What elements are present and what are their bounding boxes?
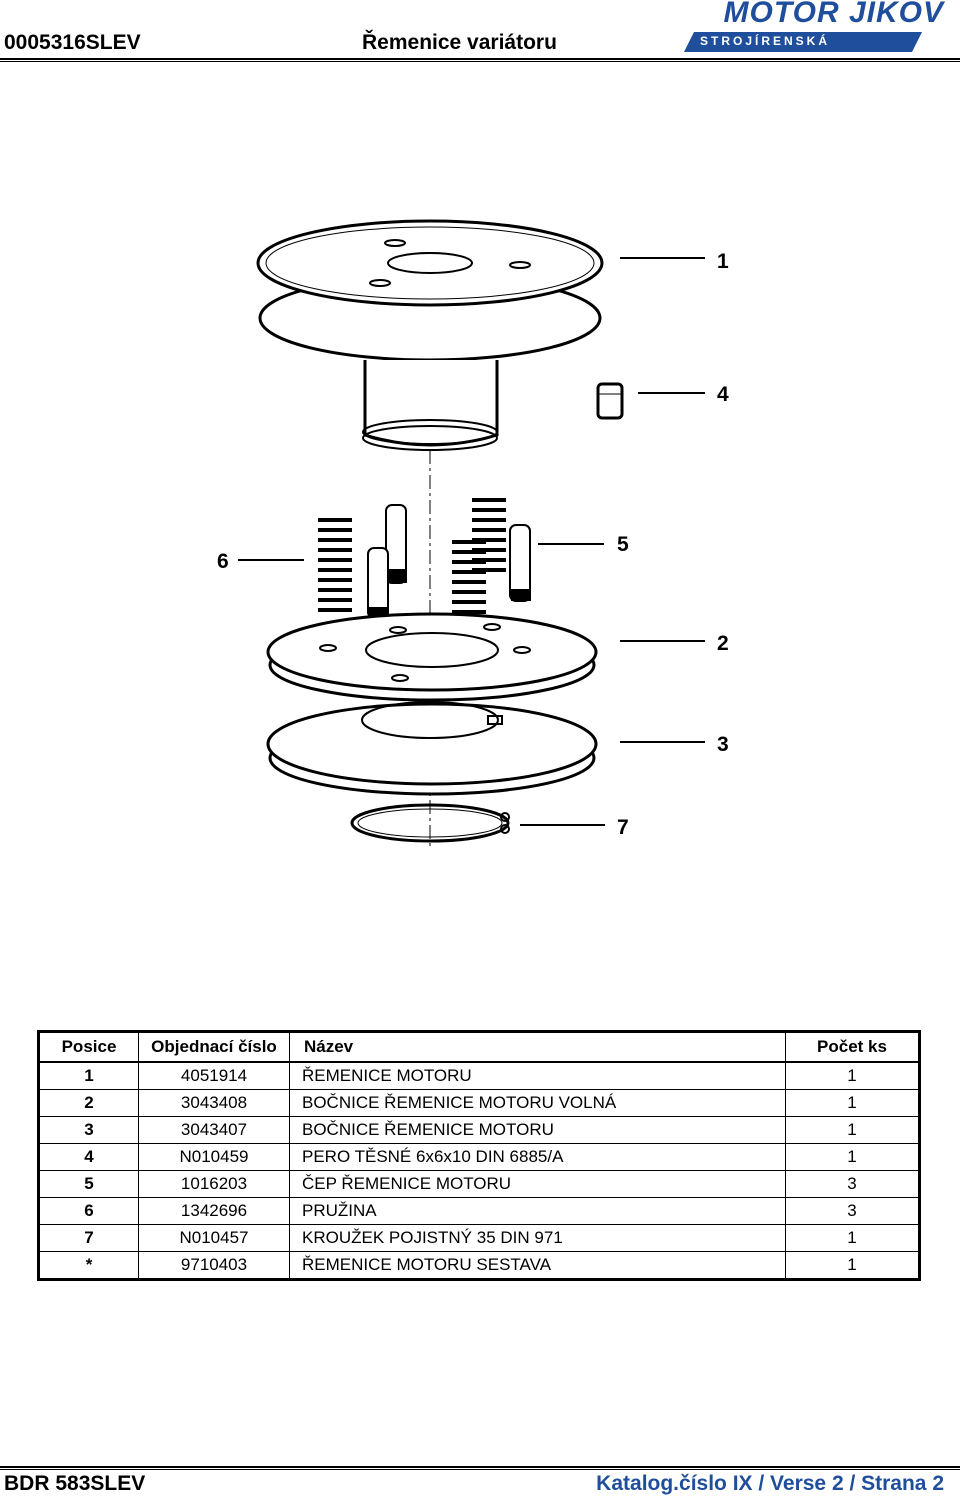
cell-pocet-ks: 3 — [785, 1197, 920, 1225]
table-row: * 9710403 ŘEMENICE MOTORU SESTAVA 1 — [38, 1251, 920, 1280]
cell-nazev: KROUŽEK POJISTNÝ 35 DIN 971 — [289, 1224, 786, 1252]
footer-divider-thin — [0, 1469, 960, 1470]
part-7-circlip — [350, 803, 510, 843]
cell-pocet-ks: 1 — [785, 1116, 920, 1144]
part-5-pins — [367, 504, 531, 619]
cell-objednaci-cislo: 1342696 — [138, 1197, 290, 1225]
callout-1: 1 — [717, 250, 729, 273]
cell-posice: 1 — [38, 1061, 139, 1090]
callout-7: 7 — [617, 816, 629, 839]
parts-table: Posice Objednací číslo Název Počet ks 1 … — [37, 1030, 921, 1281]
col-header-posice: Posice — [38, 1031, 139, 1063]
table-row: 7 N010457 KROUŽEK POJISTNÝ 35 DIN 971 1 — [38, 1224, 920, 1252]
cell-nazev: PERO TĚSNÉ 6x6x10 DIN 6885/A — [289, 1143, 786, 1171]
motor-jikov-logo: MOTOR JIKOV STROJÍRENSKÁ — [684, 0, 954, 58]
part-2-side-plate — [266, 612, 598, 702]
cell-posice: 5 — [38, 1170, 139, 1198]
col-header-pocet-ks: Počet ks — [785, 1031, 920, 1063]
table-row: 5 1016203 ČEP ŘEMENICE MOTORU 3 — [38, 1170, 920, 1198]
table-row: 3 3043407 BOČNICE ŘEMENICE MOTORU 1 — [38, 1116, 920, 1144]
part-6-springs — [318, 498, 506, 614]
header-divider — [0, 58, 960, 60]
table-header-row: Posice Objednací číslo Název Počet ks — [38, 1031, 920, 1063]
cell-objednaci-cislo: N010457 — [138, 1224, 290, 1252]
cell-objednaci-cislo: 4051914 — [138, 1061, 290, 1090]
footer-divider — [0, 1466, 960, 1468]
cell-posice: 2 — [38, 1089, 139, 1117]
footer-model-code: BDR 583SLEV — [4, 1472, 146, 1495]
col-header-objednaci-cislo: Objednací číslo — [138, 1031, 290, 1063]
cell-objednaci-cislo: 9710403 — [138, 1251, 290, 1280]
cell-nazev: BOČNICE ŘEMENICE MOTORU VOLNÁ — [289, 1089, 786, 1117]
cell-pocet-ks: 1 — [785, 1089, 920, 1117]
cell-pocet-ks: 1 — [785, 1224, 920, 1252]
callout-6: 6 — [217, 550, 229, 573]
col-header-nazev: Název — [289, 1031, 786, 1063]
cell-posice: 3 — [38, 1116, 139, 1144]
cell-pocet-ks: 1 — [785, 1061, 920, 1090]
cell-pocet-ks: 3 — [785, 1170, 920, 1198]
table-row: 1 4051914 ŘEMENICE MOTORU 1 — [38, 1061, 920, 1090]
part-1-pulley — [256, 219, 604, 451]
callout-4: 4 — [717, 383, 729, 406]
exploded-view-svg — [238, 219, 705, 850]
part-4-key — [596, 382, 624, 420]
catalog-code: 0005316SLEV — [4, 31, 141, 54]
cell-nazev: BOČNICE ŘEMENICE MOTORU — [289, 1116, 786, 1144]
cell-nazev: ČEP ŘEMENICE MOTORU — [289, 1170, 786, 1198]
logo-wordmark: MOTOR JIKOV — [723, 0, 944, 29]
cell-pocet-ks: 1 — [785, 1251, 920, 1280]
page-title: Řemenice variátoru — [362, 31, 557, 54]
callout-2: 2 — [717, 632, 729, 655]
cell-objednaci-cislo: 3043407 — [138, 1116, 290, 1144]
leader-lines — [238, 257, 705, 826]
cell-nazev: ŘEMENICE MOTORU — [289, 1061, 786, 1090]
exploded-view-drawing — [0, 150, 960, 870]
cell-nazev: PRUŽINA — [289, 1197, 786, 1225]
cell-pocet-ks: 1 — [785, 1143, 920, 1171]
footer-catalog-info: Katalog.číslo IX / Verse 2 / Strana 2 — [596, 1472, 944, 1495]
callout-3: 3 — [717, 733, 729, 756]
cell-nazev: ŘEMENICE MOTORU SESTAVA — [289, 1251, 786, 1280]
cell-objednaci-cislo: N010459 — [138, 1143, 290, 1171]
table-row: 2 3043408 BOČNICE ŘEMENICE MOTORU VOLNÁ … — [38, 1089, 920, 1117]
cell-posice: 7 — [38, 1224, 139, 1252]
cell-objednaci-cislo: 1016203 — [138, 1170, 290, 1198]
header-divider-thin — [0, 61, 960, 62]
table-row: 6 1342696 PRUŽINA 3 — [38, 1197, 920, 1225]
cell-posice: 4 — [38, 1143, 139, 1171]
callout-5: 5 — [617, 533, 629, 556]
cell-posice: 6 — [38, 1197, 139, 1225]
part-3-side-plate — [266, 701, 598, 796]
logo-subtitle: STROJÍRENSKÁ — [700, 34, 831, 48]
cell-posice: * — [38, 1251, 139, 1280]
logo-band — [684, 32, 922, 52]
table-row: 4 N010459 PERO TĚSNÉ 6x6x10 DIN 6885/A 1 — [38, 1143, 920, 1171]
cell-objednaci-cislo: 3043408 — [138, 1089, 290, 1117]
